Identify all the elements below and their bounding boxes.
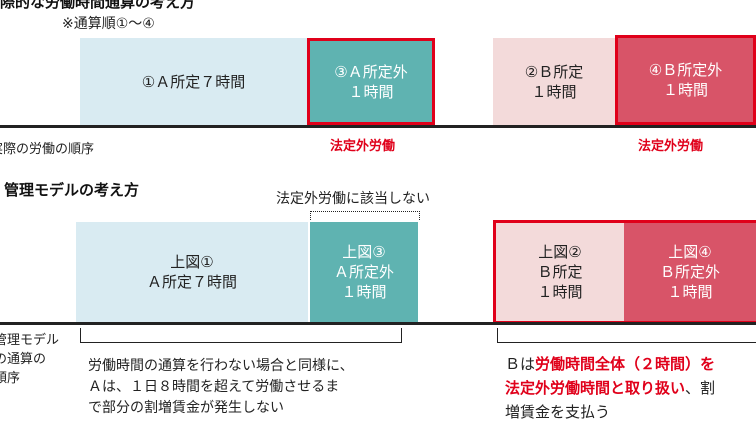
box-b-overtime-1h: ④Ｂ所定外 １時間 bbox=[615, 35, 756, 125]
box-a-scheduled-7h: ①Ａ所定７時間 bbox=[80, 38, 307, 125]
model-box-b-scheduled: 上図② Ｂ所定 １時間 bbox=[496, 223, 624, 321]
box-a-overtime-1h: ③Ａ所定外 １時間 bbox=[307, 38, 435, 125]
brace-a bbox=[80, 328, 402, 343]
model-box-a-overtime: 上図③ Ａ所定外 １時間 bbox=[310, 222, 418, 322]
brace-b bbox=[497, 328, 756, 343]
note-b: Ｂは労働時間全体（２時間）を 法定外労働時間と取り扱い、割 増賃金を支払う bbox=[505, 352, 756, 424]
overtime-label-a: 法定外労働 bbox=[330, 139, 396, 154]
timeline-top bbox=[0, 125, 756, 128]
model-box-a-scheduled: 上図① Ａ所定７時間 bbox=[76, 222, 308, 322]
axis-label-model-order: 管理モデル の通算の 順序 bbox=[0, 333, 60, 386]
top-section-title: 際的な労働時間通算の考え方 bbox=[0, 0, 196, 11]
note-b-highlight-1: 労働時間全体（２時間）を bbox=[535, 355, 716, 373]
overtime-label-b: 法定外労働 bbox=[638, 139, 704, 154]
model-heading: 管理モデルの考え方 bbox=[4, 181, 140, 199]
note-a: 労働時間の通算を行わない場合と同様に、 Ａは、１日８時間を超えて労働させるま で… bbox=[88, 358, 354, 416]
not-applicable-label: 法定外労働に該当しない bbox=[276, 191, 430, 207]
timeline-model bbox=[0, 322, 756, 325]
note-b-highlight-2: 法定外労働時間と取り扱い bbox=[505, 379, 686, 397]
model-box-b-overtime: 上図④ Ｂ所定外 １時間 bbox=[624, 223, 756, 321]
note-b-suffix-1: 、割 bbox=[685, 379, 716, 397]
order-note: ※通算順①～④ bbox=[62, 16, 155, 32]
note-b-prefix: Ｂは bbox=[505, 355, 536, 373]
dotted-bracket bbox=[310, 211, 420, 220]
axis-label-actual-order: 実際の労働の順序 bbox=[0, 142, 95, 157]
box-b-scheduled-1h: ②Ｂ所定 １時間 bbox=[493, 38, 615, 125]
